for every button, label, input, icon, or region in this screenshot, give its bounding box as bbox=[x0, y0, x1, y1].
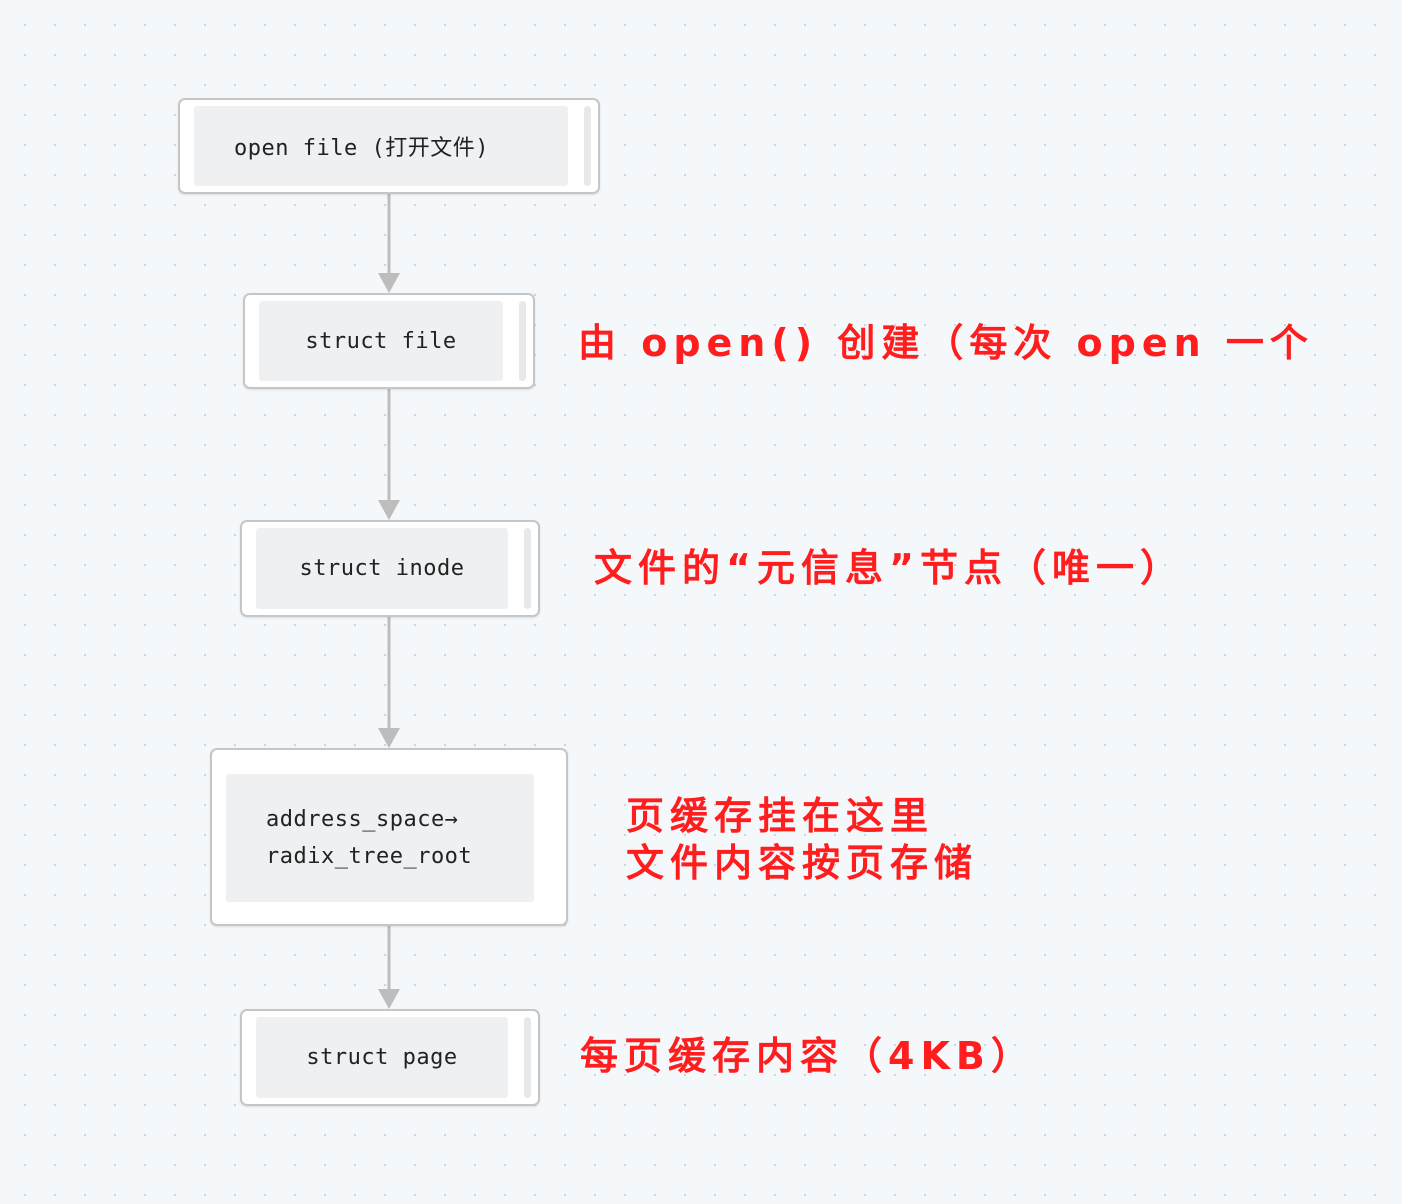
node-open-file-label: open file (打开文件) bbox=[234, 136, 489, 161]
annotation-struct-page: 每页缓存内容（4KB） bbox=[580, 1034, 1035, 1078]
node-address-space-label-line2: radix_tree_root bbox=[266, 844, 473, 869]
annotation-struct-file: 由 open() 创建（每次 open 一个 bbox=[578, 321, 1314, 365]
node-address-space-label-line1: address_space→ bbox=[266, 807, 459, 832]
annotation-address-space-line2: 文件内容按页存储 bbox=[626, 841, 979, 885]
edge-address-space-to-struct-page bbox=[378, 926, 400, 1009]
node-struct-file[interactable]: struct file bbox=[243, 293, 535, 389]
annotation-struct-inode: 文件的“元信息”节点（唯一） bbox=[594, 546, 1184, 590]
edge-struct-inode-to-address-space bbox=[378, 617, 400, 748]
edge-open-file-to-struct-file bbox=[378, 194, 400, 293]
node-open-file[interactable]: open file (打开文件) bbox=[178, 98, 600, 194]
edge-struct-file-to-struct-inode bbox=[378, 389, 400, 520]
node-struct-page-label: struct page bbox=[306, 1045, 458, 1070]
node-struct-inode-label: struct inode bbox=[299, 556, 465, 581]
annotation-address-space-line1: 页缓存挂在这里 bbox=[626, 794, 935, 838]
node-address-space[interactable]: address_space→ radix_tree_root bbox=[210, 748, 568, 926]
node-struct-page[interactable]: struct page bbox=[240, 1009, 540, 1106]
node-struct-file-label: struct file bbox=[305, 328, 457, 354]
node-struct-inode[interactable]: struct inode bbox=[240, 520, 540, 617]
